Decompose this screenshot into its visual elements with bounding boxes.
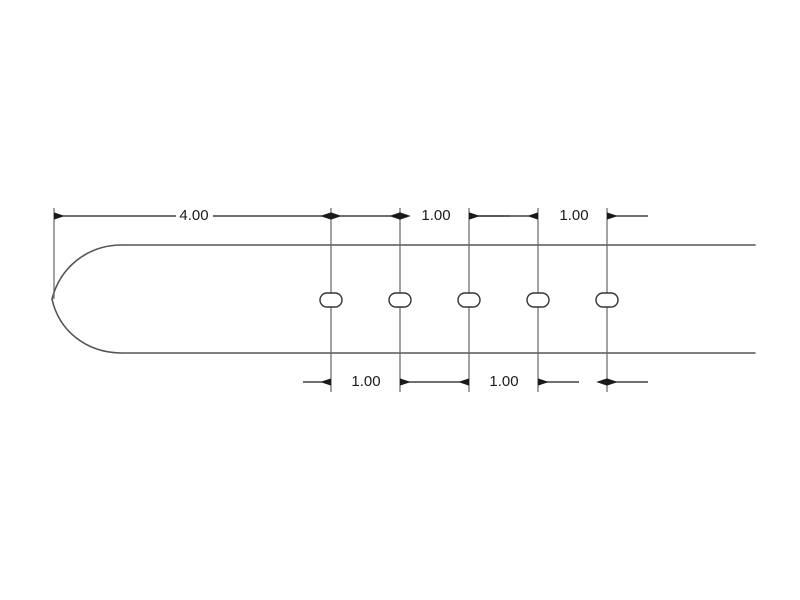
dim-bot-1-00-a-label: 1.00 [351, 373, 380, 390]
strap-tip-lower-taper [51, 298, 121, 354]
dim-top-1-00-a-label: 1.00 [421, 207, 450, 224]
dim-bot-1-00-b-label: 1.00 [489, 373, 518, 390]
dimension-labels: 4.00 1.00 1.00 1.00 1.00 [179, 207, 588, 390]
punch-holes [319, 292, 619, 308]
strap-tip-upper-taper [51, 244, 121, 300]
hole-3 [457, 292, 481, 308]
hole-5 [595, 292, 619, 308]
dim-top-1-00-b-label: 1.00 [559, 207, 588, 224]
hole-2 [388, 292, 412, 308]
dim-4-00-label: 4.00 [179, 207, 208, 224]
part-outline [51, 244, 756, 354]
hole-4 [526, 292, 550, 308]
hole-1 [319, 292, 343, 308]
